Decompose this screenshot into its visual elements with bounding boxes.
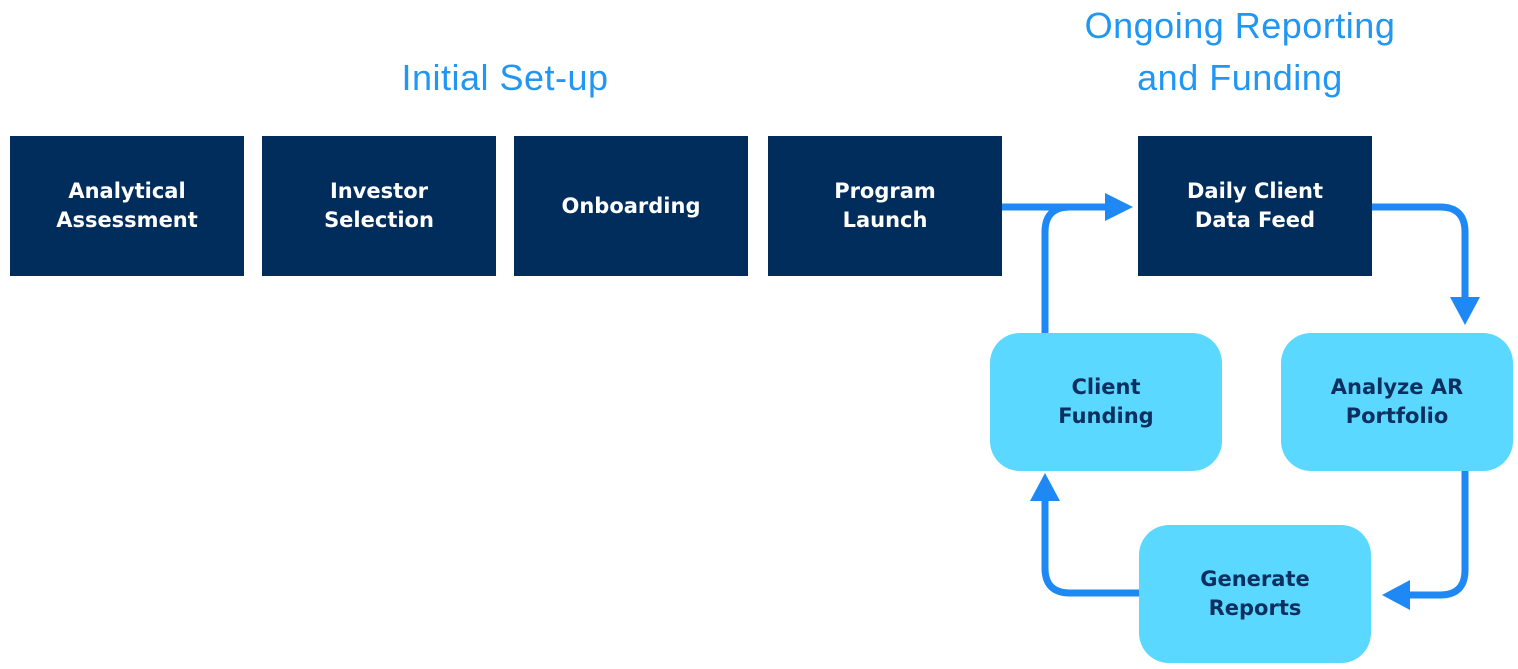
arrow-head-to-feed [1105, 193, 1133, 221]
arrow-feed-to-analyze [1372, 203, 1469, 298]
arrow-analyze-to-reports [1408, 471, 1469, 599]
step-investor-selection-label: Investor Selection [324, 179, 434, 232]
arrow-head-to-analyze [1450, 297, 1480, 325]
step-program-launch-label: Program Launch [834, 179, 936, 232]
arrow-head-to-funding [1030, 473, 1060, 501]
step-generate-reports-label: Generate Reports [1200, 567, 1310, 620]
step-analyze-ar-portfolio: Analyze AR Portfolio [1281, 333, 1513, 471]
step-generate-reports: Generate Reports [1139, 525, 1371, 663]
ongoing-reporting-title-line2: and Funding [1137, 57, 1343, 98]
arrow-funding-to-feed [1041, 203, 1105, 333]
step-investor-selection: Investor Selection [262, 136, 496, 276]
arrow-head-to-reports [1382, 580, 1410, 610]
arrow-reports-to-funding [1041, 500, 1139, 597]
step-client-funding: Client Funding [990, 333, 1222, 471]
step-onboarding: Onboarding [514, 136, 748, 276]
step-analytical-assessment: Analytical Assessment [10, 136, 244, 276]
initial-setup-title: Initial Set-up [401, 57, 609, 98]
step-onboarding-label: Onboarding [561, 193, 701, 218]
step-analyze-ar-portfolio-label: Analyze AR Portfolio [1330, 375, 1464, 428]
step-client-funding-label: Client Funding [1058, 375, 1154, 428]
step-daily-client-data-feed-label: Daily Client Data Feed [1186, 179, 1324, 232]
step-analytical-assessment-label: Analytical Assessment [56, 179, 198, 232]
step-daily-client-data-feed: Daily Client Data Feed [1138, 136, 1372, 276]
ongoing-reporting-title-line1: Ongoing Reporting [1084, 5, 1396, 46]
step-program-launch: Program Launch [768, 136, 1002, 276]
